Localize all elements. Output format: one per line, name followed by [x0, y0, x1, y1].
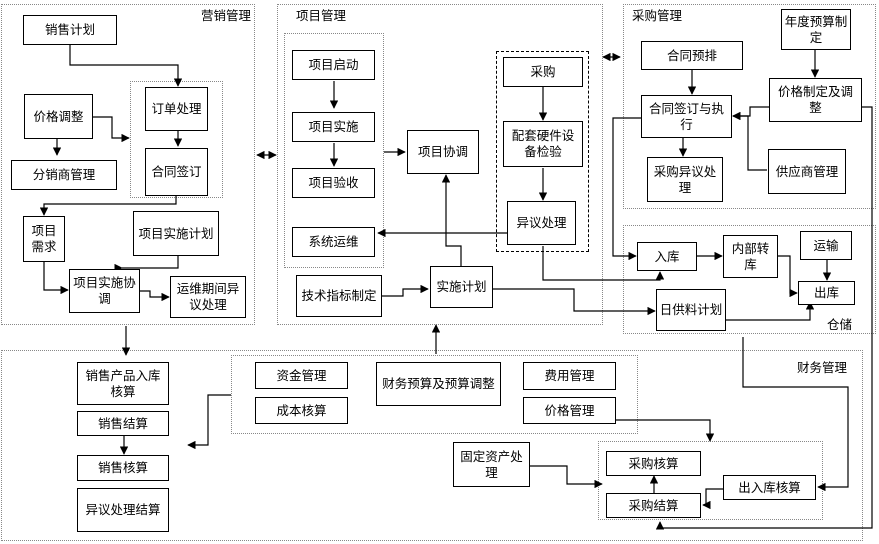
contract-pre-node[interactable]: 合同预排: [641, 41, 743, 70]
edge-transfer-out: [778, 255, 798, 298]
dispute-node[interactable]: 异议处理: [507, 201, 576, 245]
finance-area: [1, 350, 863, 541]
marketing-title: 营销管理: [201, 8, 252, 23]
project-phase-group: [284, 33, 384, 268]
edge-implplan-coord: [121, 256, 179, 273]
fin-budget-node[interactable]: 财务预算及预算调整: [376, 362, 501, 406]
fixed-asset-node[interactable]: 固定资产处理: [453, 442, 530, 487]
edge-dispute-stockin: [542, 246, 665, 281]
tech-index-node[interactable]: 技术指标制定: [296, 275, 382, 317]
contract-exec-node[interactable]: 合同签订与执行: [641, 95, 732, 138]
annual-budget-node[interactable]: 年度预算制定: [781, 9, 851, 50]
edge-coord-ops: [140, 290, 170, 302]
edge-demand-coord: [43, 262, 69, 295]
hw-inspect-node[interactable]: 配套硬件设备检验: [503, 121, 583, 167]
internal-transfer-node[interactable]: 内部转库: [723, 235, 778, 278]
edge-tech-impl: [382, 284, 429, 297]
distributor-node[interactable]: 分销商管理: [11, 160, 117, 190]
stock-in-node[interactable]: 入库: [637, 242, 697, 271]
impl-plan-node[interactable]: 实施计划: [430, 266, 493, 308]
warehouse-label: 仓储: [827, 317, 853, 332]
finance-title: 财务管理: [797, 360, 848, 375]
order-process-node[interactable]: 订单处理: [145, 87, 208, 131]
dispute-settle-node[interactable]: 异议处理结算: [77, 488, 169, 532]
sales-plan-node[interactable]: 销售计划: [23, 15, 117, 45]
edge-fin-sales: [187, 394, 231, 450]
price-mgmt-node[interactable]: 价格管理: [523, 397, 616, 424]
inout-acct-node[interactable]: 出入库核算: [723, 475, 816, 500]
project-accept-node[interactable]: 项目验收: [292, 168, 375, 198]
edge-impl-daily: [493, 288, 656, 316]
expense-mgmt-node[interactable]: 费用管理: [523, 362, 616, 390]
edge-price-inout: [655, 106, 873, 530]
edge-price-group: [93, 116, 130, 143]
project-impl-node[interactable]: 项目实施: [292, 112, 375, 142]
sales-acct-node[interactable]: 销售核算: [77, 455, 169, 481]
marketing-area: [1, 4, 255, 325]
finance-mgmt-group: [231, 355, 638, 434]
edge-dispute-sysops: [377, 224, 509, 238]
transport-node[interactable]: 运输: [800, 231, 852, 260]
sales-settle-node[interactable]: 销售结算: [77, 411, 169, 436]
supplier-node[interactable]: 供应商管理: [768, 149, 846, 194]
edge-asset-settle: [530, 465, 603, 489]
edge-inout-settle: [702, 488, 723, 510]
edge-price-contract: [732, 106, 769, 121]
fund-mgmt-node[interactable]: 资金管理: [255, 362, 348, 389]
stock-out-node[interactable]: 出库: [798, 281, 855, 305]
price-set-node[interactable]: 价格制定及调整: [769, 78, 862, 122]
project-title: 项目管理: [296, 8, 347, 23]
ops-dispute-node[interactable]: 运维期间异议处理: [170, 276, 246, 318]
procure-node[interactable]: 采购: [503, 57, 583, 87]
project-demand-node[interactable]: 项目需求: [23, 216, 65, 262]
purchase-settle-node[interactable]: 采购结算: [606, 493, 701, 518]
edge-daily-out: [726, 301, 815, 321]
edge-daily-inout: [742, 337, 849, 492]
cost-acct-node[interactable]: 成本核算: [255, 397, 348, 424]
project-impl-plan-node[interactable]: 项目实施计划: [133, 211, 219, 256]
purchase-acct-node[interactable]: 采购核算: [606, 451, 701, 476]
daily-supply-node[interactable]: 日供料计划: [656, 289, 726, 331]
system-ops-node[interactable]: 系统运维: [292, 227, 375, 257]
edge-salesplan-order: [69, 45, 183, 87]
project-start-node[interactable]: 项目启动: [292, 50, 375, 80]
price-adjust-node[interactable]: 价格调整: [24, 94, 93, 139]
project-impl-coord-node[interactable]: 项目实施协调: [69, 269, 140, 313]
edge-contract-demand: [39, 196, 177, 216]
edge-supplier-contract: [732, 111, 767, 171]
sales-product-acct-node[interactable]: 销售产品入库核算: [77, 362, 169, 405]
purchase-title: 采购管理: [632, 8, 683, 23]
edge-contract-stockin: [612, 117, 641, 261]
purchase-dispute-node[interactable]: 采购异议处理: [647, 157, 723, 202]
project-coord-node[interactable]: 项目协调: [407, 130, 479, 174]
contract-sign-node[interactable]: 合同签订: [145, 148, 208, 196]
purchase-area: [623, 4, 876, 209]
